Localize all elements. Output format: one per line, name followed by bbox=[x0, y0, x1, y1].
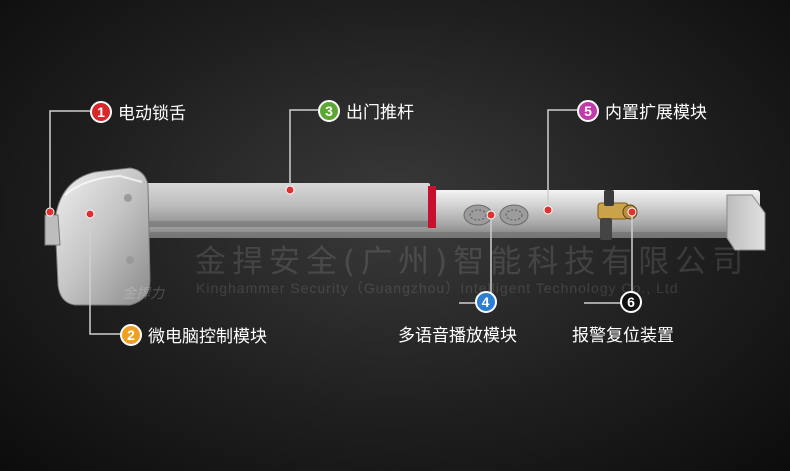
callout-badge-3: 3 bbox=[318, 99, 340, 122]
callout-dot-2 bbox=[85, 209, 95, 219]
head-housing bbox=[54, 167, 151, 306]
callout-text-5: 内置扩展模块 bbox=[605, 103, 707, 123]
callout-badge-6: 6 bbox=[620, 291, 642, 313]
callout-dot-5 bbox=[543, 205, 553, 215]
red-accent bbox=[428, 186, 436, 228]
callout-text-1: 电动锁舌 bbox=[118, 104, 186, 124]
watermark-brand: 金捍力 bbox=[122, 286, 164, 302]
callout-5: 5 内置扩展模块 bbox=[577, 98, 707, 123]
push-bar bbox=[140, 183, 430, 227]
callout-badge-2: 2 bbox=[120, 323, 142, 346]
callout-1: 1 电动锁舌 bbox=[90, 99, 186, 124]
callout-2: 2 微电脑控制模块 bbox=[120, 322, 267, 347]
callout-4: 4 多语音播放模块 bbox=[398, 291, 517, 346]
callout-text-2: 微电脑控制模块 bbox=[148, 327, 267, 347]
watermark-company-en: Kinghammer Security（Guangzhou）Intelligen… bbox=[196, 280, 679, 296]
callout-badge-5: 5 bbox=[577, 99, 599, 122]
callout-text-6: 报警复位装置 bbox=[572, 326, 674, 346]
speaker-grille-right bbox=[499, 204, 529, 226]
watermark-company-cn: 金捍安全(广州)智能科技有限公司 bbox=[195, 244, 750, 280]
callout-3: 3 出门推杆 bbox=[318, 98, 414, 123]
callout-badge-4: 4 bbox=[474, 291, 497, 313]
callout-dot-6 bbox=[627, 207, 637, 217]
callout-text-3: 出门推杆 bbox=[346, 103, 414, 123]
end-cap bbox=[726, 194, 766, 251]
callout-dot-1 bbox=[45, 207, 55, 217]
callout-text-4: 多语音播放模块 bbox=[398, 326, 517, 346]
callout-badge-1: 1 bbox=[90, 100, 112, 123]
callout-6: 6 报警复位装置 bbox=[572, 291, 674, 346]
callout-dot-4 bbox=[486, 210, 496, 220]
callout-dot-3 bbox=[285, 185, 295, 195]
